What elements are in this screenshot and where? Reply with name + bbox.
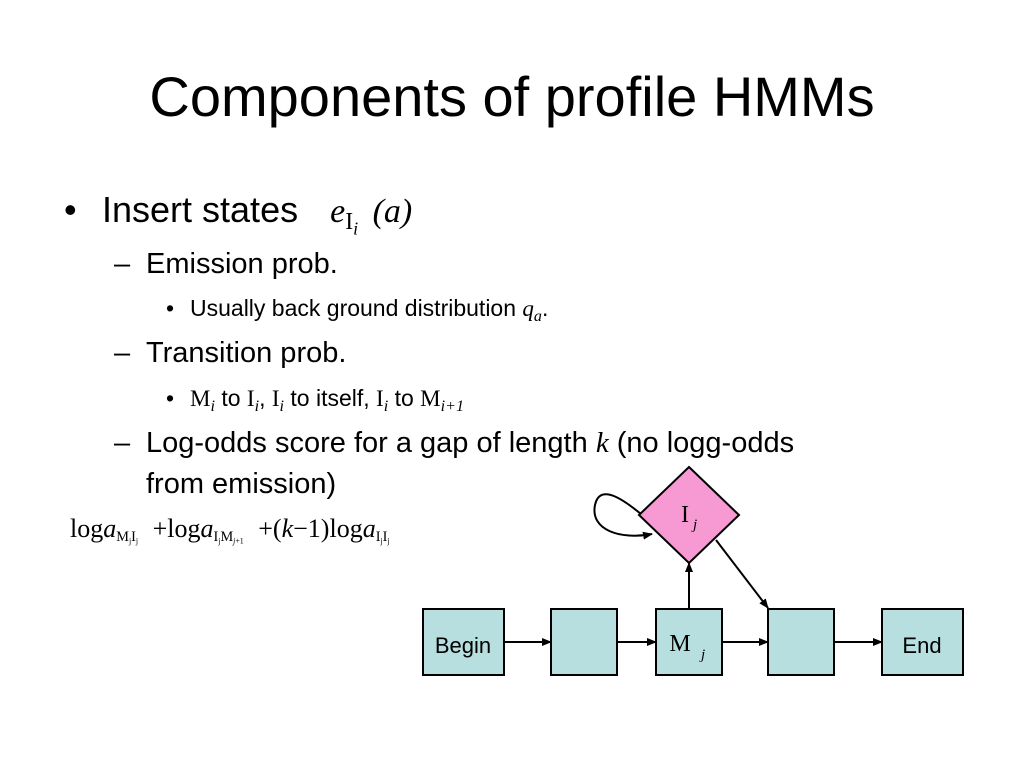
begin-label: Begin (435, 633, 491, 658)
bullet-label: Insert states (102, 189, 299, 230)
match-state-j (655, 608, 723, 676)
edge-insert-to-next-match (715, 539, 769, 609)
emission-formula: eIi (a) (330, 193, 413, 239)
slide-title: Components of profile HMMs (149, 65, 875, 128)
match-label-sub: j (699, 647, 705, 663)
begin-state (422, 608, 505, 676)
insert-state-j (637, 465, 741, 565)
gap-score-equation: logaMjIj +logaIjMj+1 +(k−1)logaIjIj (70, 514, 390, 546)
bullet-dot: • (64, 189, 77, 230)
match-state-previous (550, 608, 618, 676)
sub-bullet-label: Transition prob. (146, 337, 347, 369)
edge-insert-self-loop (593, 493, 653, 540)
match-state-next (767, 608, 835, 676)
end-label: End (902, 633, 941, 658)
insert-label: I (681, 502, 689, 528)
insert-label-sub: j (691, 517, 697, 533)
q-symbol: qa (522, 296, 542, 325)
sub-bullet-label: Emission prob. (146, 248, 338, 280)
end-state (881, 608, 964, 676)
match-label: M (669, 631, 690, 657)
